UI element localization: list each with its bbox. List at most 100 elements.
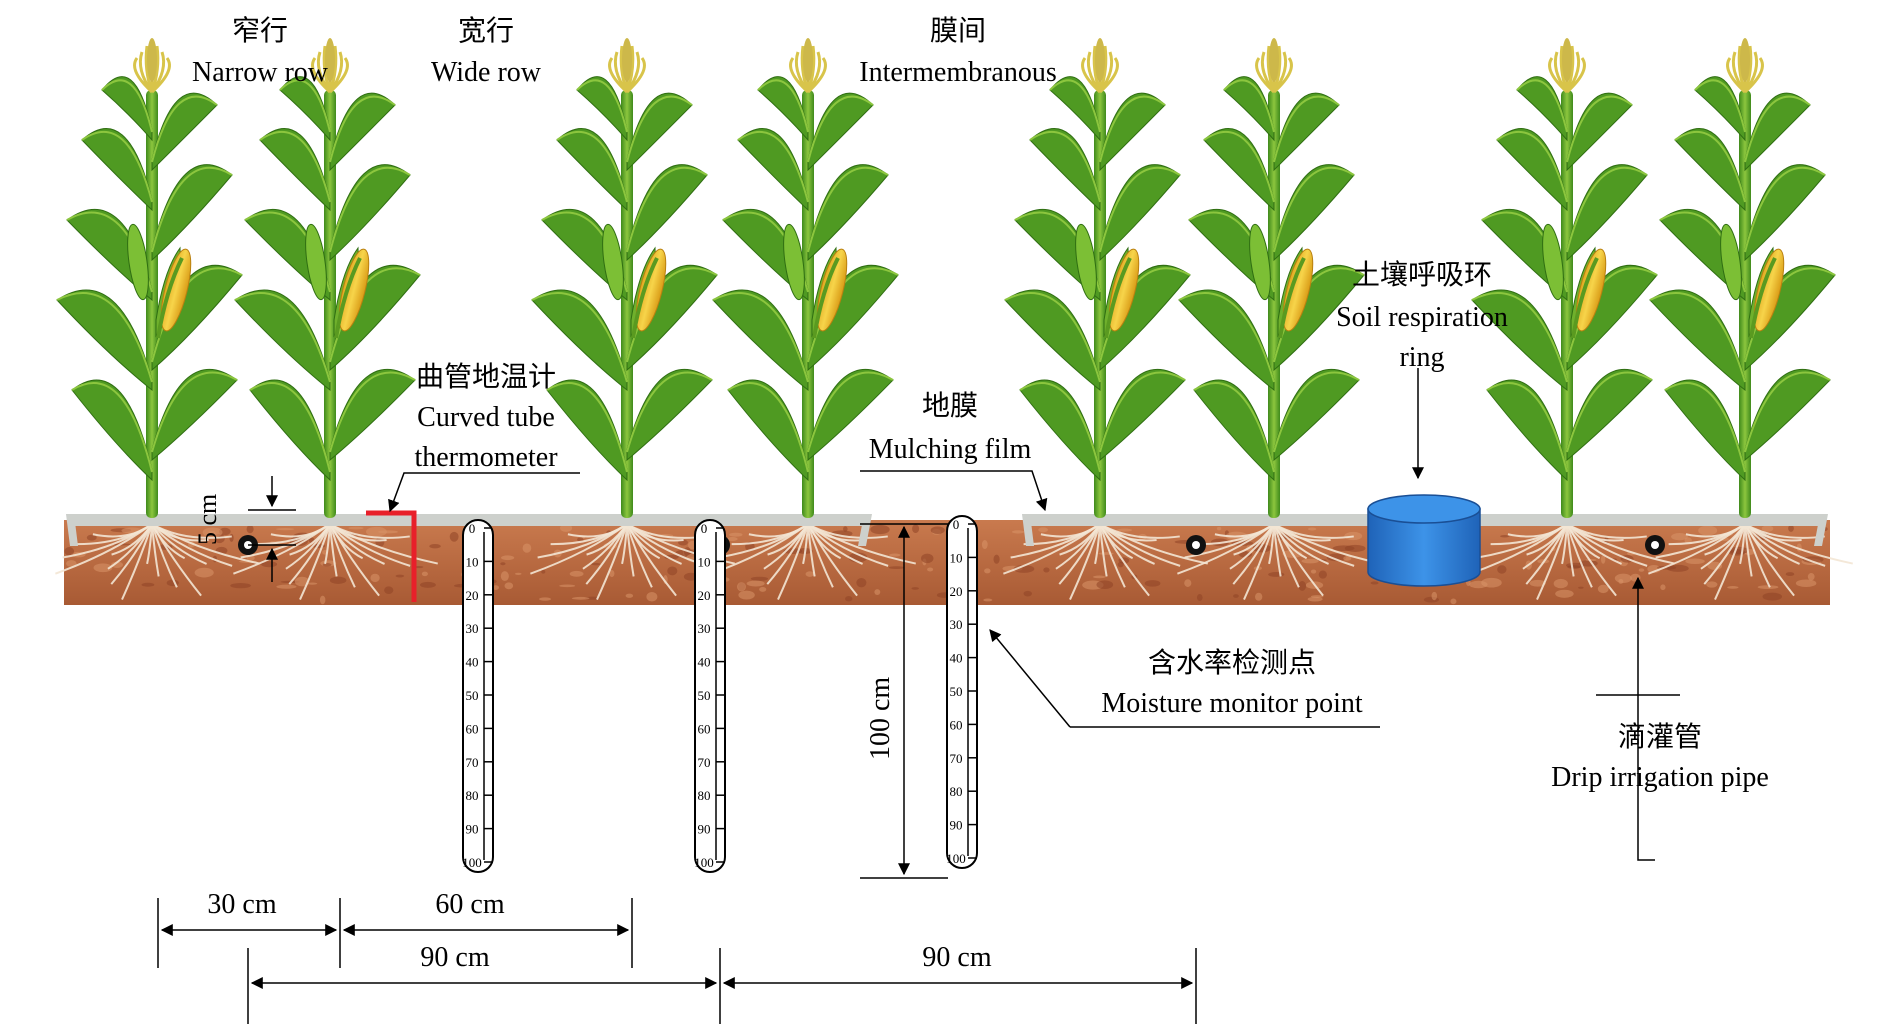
root-strand [1744,523,1800,565]
mulching-film [66,514,1828,546]
root-strand [1069,523,1101,600]
corn-tassel [1081,38,1119,94]
leaf-vein [151,166,233,253]
corn-plant [1178,38,1365,518]
tube-tick-label: 0 [953,517,960,532]
soil-speck [500,562,506,566]
soil-speck [927,567,934,572]
soil-speck [1597,584,1609,594]
root-strand [626,523,682,565]
root-strand [329,523,385,565]
root-strand [233,523,331,575]
root-strand [1243,523,1275,600]
soil-speck [1184,579,1192,587]
drip-pipe-bore [1192,541,1200,549]
leaf-vein [1273,166,1355,253]
soil-speck [1298,581,1307,591]
tube-tick-label: 90 [950,818,963,833]
leaf-vein [1486,382,1568,473]
leaf-vein [556,130,628,203]
soil-speck [395,574,405,578]
corn-plant [531,38,718,518]
moisture-point-cn: 含水率检测点 [1148,647,1316,679]
root-strand [1099,523,1180,539]
soil-speck [1310,569,1317,574]
leaf-vein [1004,292,1101,383]
soil-speck [514,572,522,575]
soil-speck [1529,579,1546,587]
soil-speck [591,562,601,566]
soil-speck [1310,595,1324,598]
tube-tick-label: 70 [950,751,963,766]
moisture-tubes: 0102030405060708090100010203040506070809… [462,515,978,873]
leaf-vein [1049,79,1101,133]
soil-speck [378,530,398,534]
root-strand [55,523,153,575]
root-strand [1099,523,1126,588]
leaf-vein [1664,382,1746,473]
soil-speck [1307,527,1317,531]
corn-cob [1103,246,1140,339]
leaf-vein [1516,79,1568,133]
soil-speck [625,593,634,598]
soil-speck [1096,580,1114,590]
span-30cm-label: 30 cm [207,889,276,920]
tube-tick-label: 90 [466,822,479,837]
tube-tick-label: 100 [946,851,966,866]
leaf-vein [1674,130,1746,203]
soil-speck [1600,555,1606,564]
thermometer-en-line2: thermometer [414,442,558,473]
soil-speck [246,525,254,534]
root-strand [1177,523,1275,575]
leaf-vein [712,292,809,383]
depth-5cm-marker [248,476,296,582]
soil-speck [585,596,600,600]
span-markers [157,898,1197,1024]
soil-speck [1727,586,1739,589]
depth-100cm-marker [860,523,948,879]
leaf-vein [626,371,713,453]
leaf-vein [329,166,411,253]
corn-husk [1542,223,1564,301]
mulching-film-en: Mulching film [869,434,1032,465]
soil-speck [759,587,767,592]
leaf-vein [531,292,628,383]
root-cluster [233,523,438,600]
span-90cm-left-label: 90 cm [420,942,489,973]
leaf-vein [757,79,809,133]
leaf-vein [259,130,331,203]
soil-speck [370,573,380,583]
soil-speck [845,596,853,602]
leaf-vein [1099,95,1166,163]
leaf-vein [1029,130,1101,203]
corn-tassel [789,38,827,94]
span-90cm-right-label: 90 cm [922,942,991,973]
drip-pipe-cn: 滴灌管 [1618,721,1702,753]
soil-speck [1761,525,1774,532]
drip-pipe-en: Drip irrigation pipe [1551,762,1769,793]
root-strand [110,523,153,585]
soil-speck [1807,573,1815,581]
soil-speck [230,583,251,589]
soil-speck [1614,573,1632,583]
soil-speck [1332,545,1355,552]
tube-tick-label: 20 [950,584,963,599]
soil-speck [1431,591,1438,601]
root-strand [1273,523,1282,577]
soil-speck [1092,575,1106,579]
span-60cm-label: 60 cm [435,889,504,920]
root-strand [1273,523,1329,565]
leaf-vein [1744,166,1826,253]
soil-speck [1216,526,1222,531]
soil-speck [727,537,738,542]
soil-speck [1578,586,1584,589]
root-strand [1003,523,1101,575]
tube-tick-label: 70 [466,755,479,770]
soil-speck [856,577,867,588]
leaf-vein [576,79,628,133]
soil-speck [539,597,552,601]
leaf-vein [626,166,708,253]
soil-speck [569,570,584,577]
